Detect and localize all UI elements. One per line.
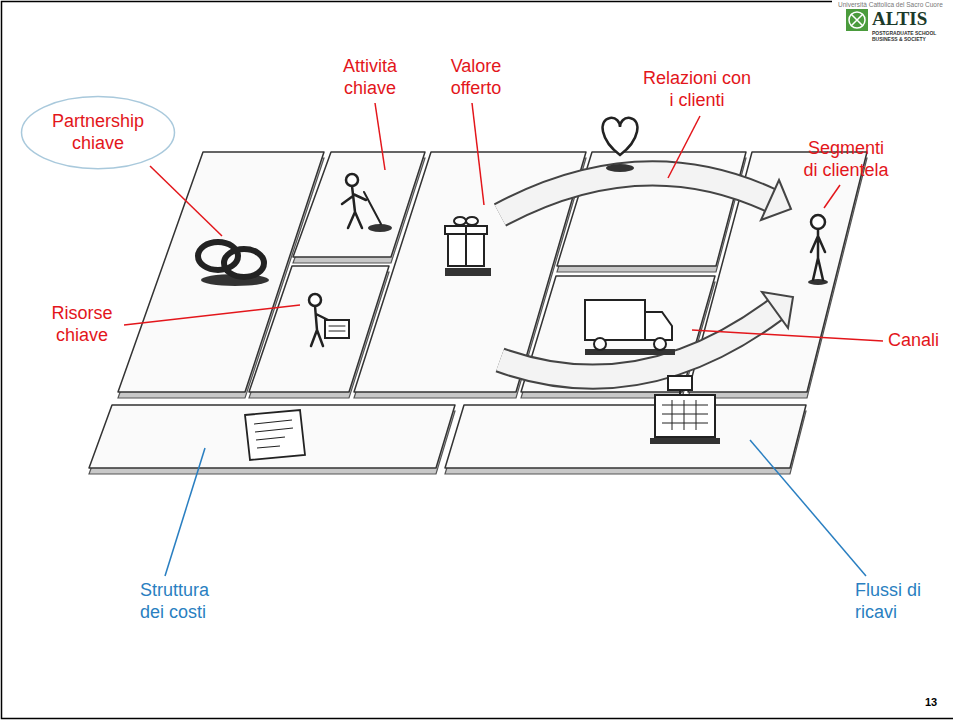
leader-lines: [124, 103, 883, 576]
page-number: 13: [925, 696, 937, 709]
digger-figure: [342, 174, 392, 232]
band-arrowhead: [762, 292, 793, 328]
logo-text: Università Cattolica del Sacro Cuore: [838, 1, 943, 9]
board-pieces: [89, 152, 867, 468]
logo-text: POSTGRADUATE SCHOOL: [872, 30, 936, 36]
ellipse-outline: [22, 97, 175, 169]
worker-figure: [309, 294, 349, 346]
block-label: Canali: [888, 330, 948, 352]
logo-emblem: [846, 9, 868, 31]
logo-ground: [832, 0, 954, 46]
block-label: Attività chiave: [330, 56, 410, 99]
row-label: Flussi di ricavi: [855, 580, 935, 623]
band-arrowhead: [761, 180, 791, 220]
block-label: Valore offerto: [436, 56, 516, 99]
block-label: Risorse chiave: [42, 303, 122, 346]
customer-figure: [808, 215, 828, 285]
block-label: Segmenti di clientela: [800, 138, 892, 181]
block-label: Relazioni con i clienti: [640, 68, 754, 111]
flow-bands: [500, 173, 775, 376]
truck-icon: [585, 300, 675, 355]
document-icon: [245, 410, 305, 460]
heart-icon: [603, 118, 638, 172]
rings-icon: [198, 242, 269, 286]
logo-text: ALTIS: [872, 8, 927, 31]
node-label: Partnership chiave: [48, 111, 148, 154]
cash-register-icon: [650, 376, 720, 444]
logo-text: BUSINESS & SOCIETY: [872, 36, 926, 42]
gift-icon: [445, 217, 491, 276]
ellipse-block: Partnership chiave: [20, 95, 176, 170]
row-label: Struttura dei costi: [140, 580, 232, 623]
node-text-holder: Partnership chiave: [48, 111, 148, 154]
